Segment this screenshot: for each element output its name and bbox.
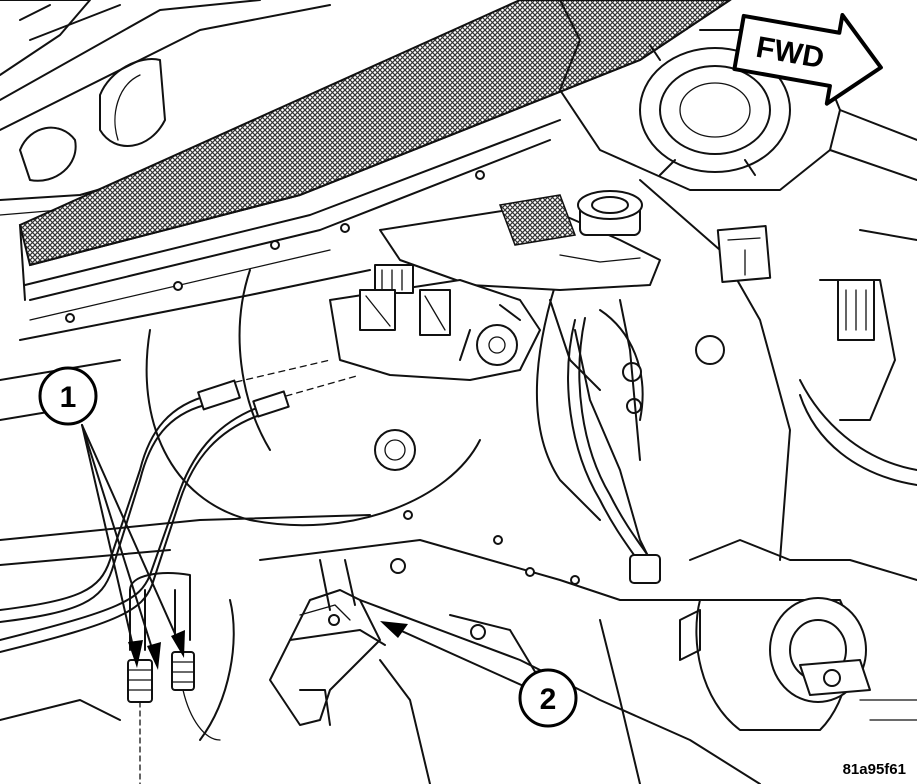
mounting-bracket — [269, 559, 386, 726]
fwd-direction-arrow: FWD — [732, 13, 883, 106]
bulkhead-outline — [0, 179, 791, 561]
figure-id: 81a95f61 — [843, 761, 906, 778]
lower-frame — [0, 510, 761, 784]
callout-2-leader — [380, 621, 529, 689]
callout-2-label: 2 — [540, 683, 557, 716]
wiring-harness — [567, 279, 917, 584]
callout-1-label: 1 — [60, 381, 77, 414]
tube-fittings — [127, 572, 221, 784]
callout-1: 1 — [38, 366, 98, 426]
master-cylinder — [329, 190, 661, 581]
cowl-mesh-panel — [18, 0, 732, 323]
callout-2: 2 — [518, 668, 578, 728]
callout-1-leaders — [81, 424, 185, 670]
lower-mount — [679, 539, 917, 731]
strut-tower — [559, 0, 917, 283]
